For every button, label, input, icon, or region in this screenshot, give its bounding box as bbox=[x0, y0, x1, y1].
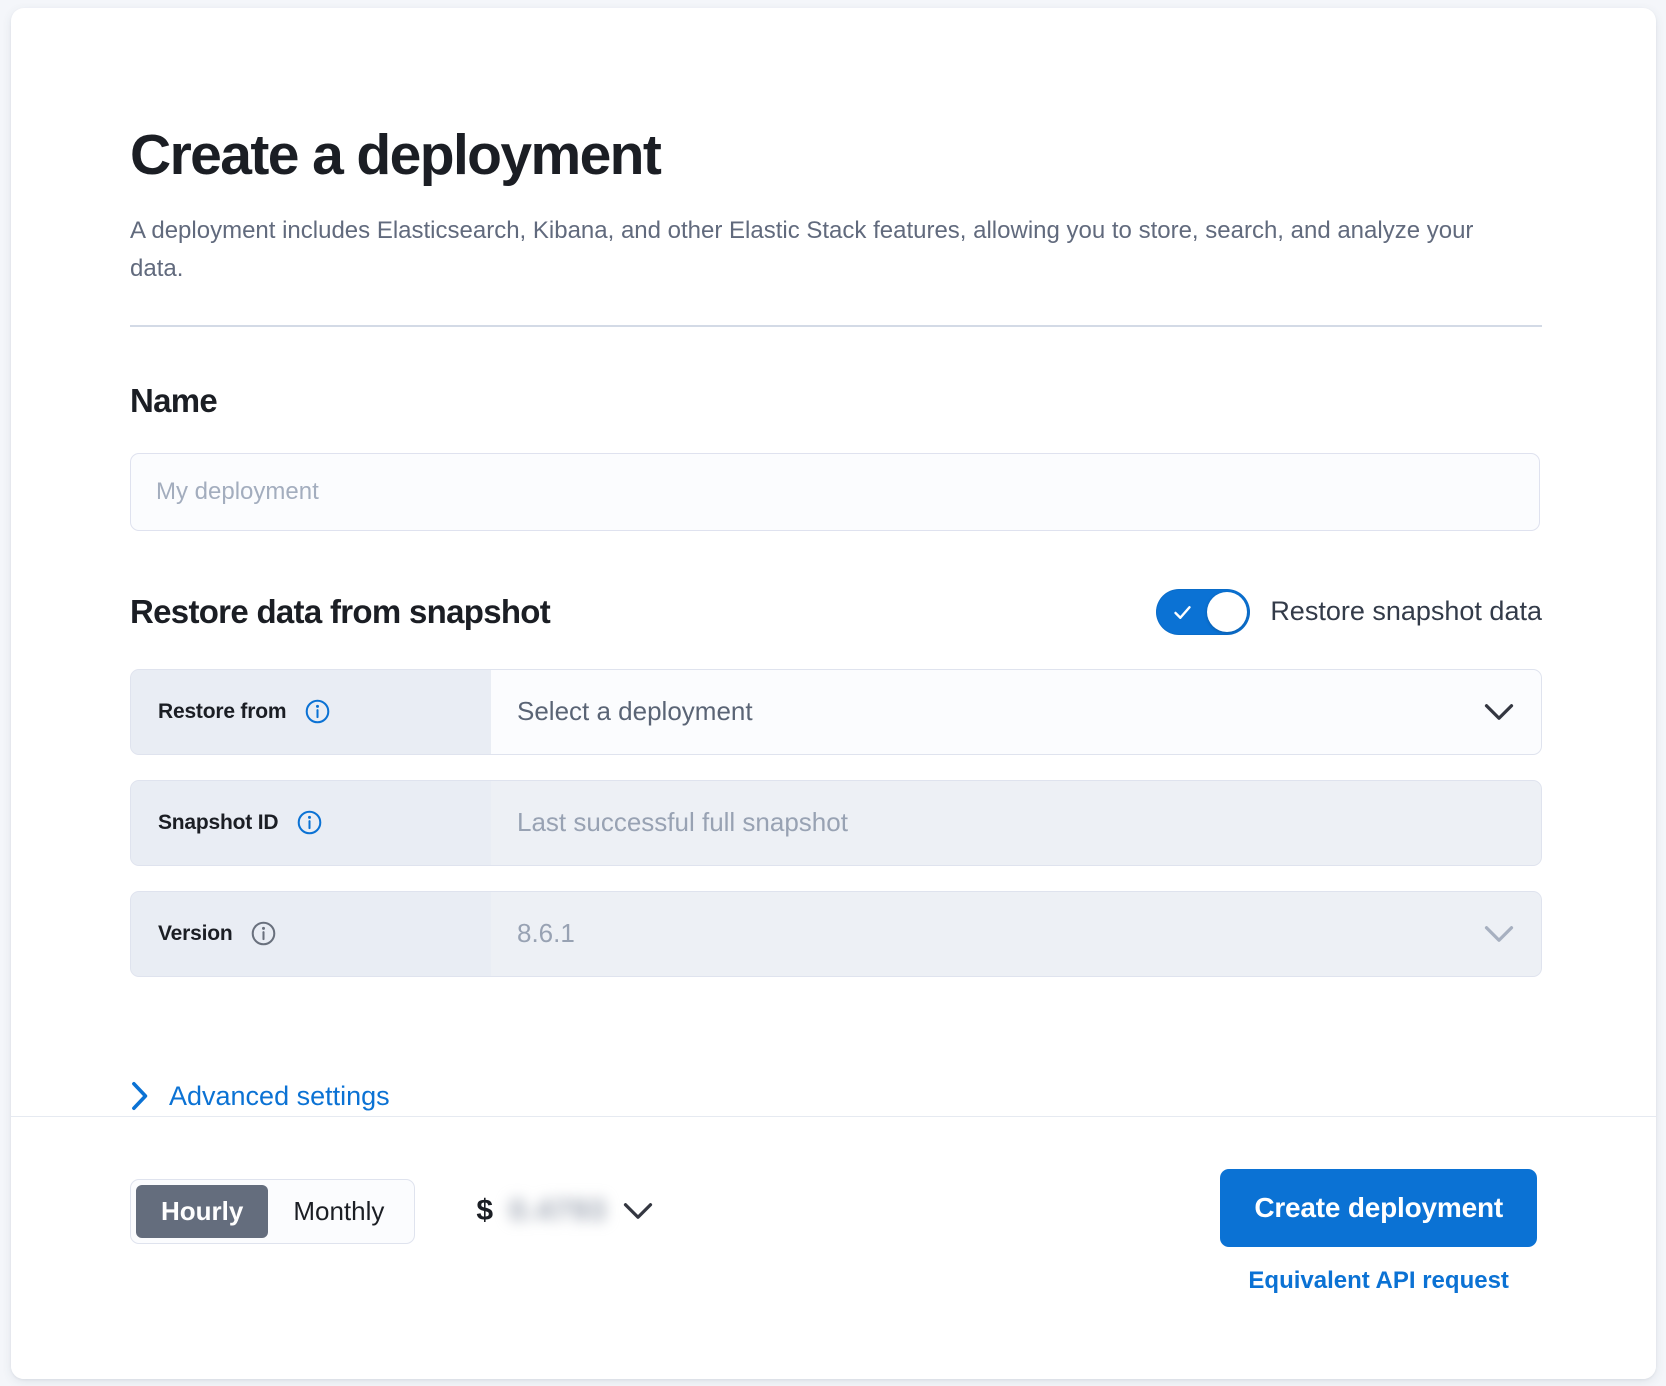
restore-from-row: Restore from Select a deployment bbox=[130, 668, 1542, 755]
deployment-name-input[interactable] bbox=[130, 452, 1540, 531]
equivalent-api-request-link[interactable]: Equivalent API request bbox=[1248, 1267, 1509, 1295]
restore-from-value: Select a deployment bbox=[517, 696, 753, 727]
restore-toggle-label: Restore snapshot data bbox=[1270, 596, 1542, 627]
create-deployment-card: Create a deployment A deployment include… bbox=[11, 8, 1656, 1379]
restore-toggle-group: Restore snapshot data bbox=[1156, 588, 1542, 635]
restore-header-row: Restore data from snapshot Restore snaps… bbox=[130, 588, 1542, 635]
price-display[interactable]: $ 0.4793 bbox=[476, 1194, 652, 1228]
restore-form-rows: Restore from Select a deployment bbox=[130, 668, 1542, 977]
header-divider bbox=[130, 324, 1542, 327]
toggle-knob bbox=[1207, 591, 1248, 632]
advanced-settings-label: Advanced settings bbox=[169, 1080, 390, 1111]
info-circle-icon[interactable] bbox=[297, 810, 322, 835]
footer-right-group: Create deployment Equivalent API request bbox=[1220, 1169, 1537, 1295]
snapshot-id-row: Snapshot ID Last successful full snapsho… bbox=[130, 779, 1542, 866]
restore-from-label: Restore from bbox=[158, 699, 287, 723]
restore-snapshot-section: Restore data from snapshot Restore snaps… bbox=[130, 588, 1542, 1117]
snapshot-id-label: Snapshot ID bbox=[158, 810, 279, 834]
info-circle-icon[interactable] bbox=[251, 921, 276, 946]
billing-period-monthly[interactable]: Monthly bbox=[268, 1185, 409, 1238]
card-body: Create a deployment A deployment include… bbox=[11, 8, 1656, 1116]
snapshot-id-input[interactable]: Last successful full snapshot bbox=[491, 780, 1541, 865]
restore-from-label-group: Restore from bbox=[131, 669, 491, 754]
footer-inner: Hourly Monthly $ 0.4793 Create deploymen… bbox=[130, 1169, 1537, 1295]
create-deployment-button[interactable]: Create deployment bbox=[1220, 1169, 1537, 1248]
restore-section-heading: Restore data from snapshot bbox=[130, 592, 551, 630]
version-row: Version 8.6.1 bbox=[130, 890, 1542, 977]
billing-period-segmented-control: Hourly Monthly bbox=[130, 1179, 416, 1244]
page-description: A deployment includes Elasticsearch, Kib… bbox=[130, 216, 1474, 282]
billing-period-hourly[interactable]: Hourly bbox=[136, 1185, 269, 1238]
snapshot-id-value: Last successful full snapshot bbox=[517, 807, 848, 838]
card-footer: Hourly Monthly $ 0.4793 Create deploymen… bbox=[11, 1116, 1656, 1379]
advanced-settings-toggle[interactable]: Advanced settings bbox=[130, 1081, 390, 1112]
version-label-group: Version bbox=[131, 891, 491, 976]
restore-from-select[interactable]: Select a deployment bbox=[491, 669, 1541, 754]
version-select[interactable]: 8.6.1 bbox=[491, 891, 1541, 976]
restore-snapshot-toggle[interactable] bbox=[1156, 588, 1251, 635]
currency-symbol: $ bbox=[476, 1194, 494, 1228]
version-label: Version bbox=[158, 921, 233, 945]
info-circle-icon[interactable] bbox=[305, 699, 330, 724]
page-title: Create a deployment bbox=[130, 123, 662, 187]
snapshot-id-label-group: Snapshot ID bbox=[131, 780, 491, 865]
name-section-heading: Name bbox=[130, 381, 218, 419]
content-column: Create a deployment A deployment include… bbox=[130, 123, 1542, 1117]
footer-left-group: Hourly Monthly $ 0.4793 bbox=[130, 1169, 653, 1244]
chevron-down-icon bbox=[1484, 703, 1514, 720]
price-amount-blurred: 0.4793 bbox=[509, 1194, 607, 1228]
chevron-down-icon bbox=[1484, 925, 1514, 942]
check-icon bbox=[1174, 605, 1192, 619]
version-value: 8.6.1 bbox=[517, 918, 575, 949]
name-section: Name bbox=[130, 382, 1542, 531]
chevron-down-icon[interactable] bbox=[623, 1202, 653, 1220]
chevron-right-icon bbox=[132, 1082, 148, 1111]
